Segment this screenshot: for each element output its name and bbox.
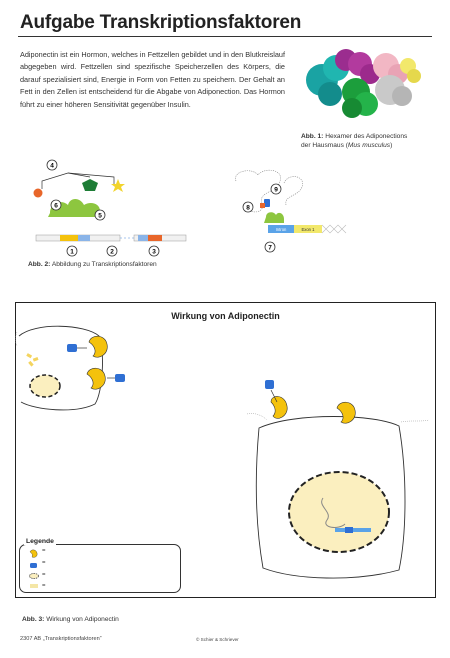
marker-2: 2 <box>110 249 114 256</box>
green-protein-icon <box>264 212 284 223</box>
figure2-left-diagram: 4 6 5 1 2 3 <box>33 159 187 257</box>
star-molecule-icon <box>111 179 125 192</box>
exon-block <box>294 225 322 233</box>
legend-hormone-icon <box>30 563 37 568</box>
figure1-label: Abb. 1: <box>301 133 324 140</box>
legend-icons <box>29 549 39 588</box>
small-nucleus <box>29 374 61 398</box>
receptor-icon <box>336 401 356 424</box>
marker-9: 9 <box>274 187 278 194</box>
figure1-caption-suffix: ) <box>390 142 393 149</box>
marker-1: 1 <box>70 249 74 256</box>
title-divider <box>18 36 432 37</box>
figure3-caption: Abb. 3: Wirkung von Adiponectin <box>22 615 119 624</box>
marker-5: 5 <box>98 213 102 220</box>
marker-circle-4 <box>46 159 58 171</box>
figure3-panel-title: Wirkung von Adiponectin <box>171 311 280 321</box>
footer-center: © Schier & Schriever <box>196 637 239 642</box>
large-nucleus <box>288 471 390 553</box>
hormone-icon <box>265 380 274 389</box>
receptor-icon <box>88 335 108 358</box>
marker-7: 7 <box>268 245 272 252</box>
legend-eq-1: = <box>42 548 46 554</box>
orange-factor-icon <box>260 203 265 208</box>
legend-eq-2: = <box>42 560 46 566</box>
pentagon-molecule-icon <box>82 179 98 191</box>
legend-title: Legende <box>24 538 56 545</box>
marker-6: 6 <box>54 203 58 210</box>
page-title: Aufgabe Transkriptionsfaktoren <box>20 12 302 33</box>
legend-eq-3: = <box>42 572 46 578</box>
marker-3: 3 <box>152 249 156 256</box>
legend-eq-4: = <box>42 583 46 589</box>
figure2-right-diagram: 9 8 Intron Exon 1 7 <box>235 169 347 253</box>
figure3-caption-text: Wirkung von Adiponectin <box>46 616 119 623</box>
orange-molecule-icon <box>33 188 43 198</box>
transcription-factor-protein <box>48 199 102 217</box>
figure1-caption-prefix: der Hausmaus ( <box>301 142 348 149</box>
figure2-label: Abb. 2: <box>28 261 51 268</box>
adiponectin-hexamer-image <box>306 49 421 118</box>
legend-fat-icon <box>30 584 38 588</box>
footer-left: 2307 AB „Transkriptionsfaktoren“ <box>20 636 102 642</box>
small-fat-cell <box>18 325 103 411</box>
legend-nucleus-icon <box>29 573 39 579</box>
hormone-icon <box>67 344 77 352</box>
arrow-left <box>41 172 69 189</box>
hormone-icon <box>115 374 125 382</box>
figure3-label: Abb. 3: <box>22 616 45 623</box>
exon-label: Exon 1 <box>301 227 315 232</box>
intron-label: Intron <box>276 227 287 232</box>
legend-receptor-icon <box>29 549 38 558</box>
marker-8: 8 <box>246 205 250 212</box>
figure2-caption: Abb. 2: Abbildung zu Transkriptionsfakto… <box>28 260 157 269</box>
legend-box <box>19 544 181 593</box>
large-fat-cell <box>255 416 406 579</box>
chromatin-strand <box>235 169 303 213</box>
arrow-right <box>67 172 115 185</box>
figure3-diagram <box>15 325 430 579</box>
figure1-caption-line1: Hexamer des Adiponections <box>325 133 408 140</box>
figure1-caption: Abb. 1: Hexamer des Adiponections der Ha… <box>301 132 407 150</box>
figure1-species: Mus musculus <box>347 142 391 149</box>
marker-4: 4 <box>50 163 54 170</box>
figure3-panel <box>15 302 436 598</box>
intro-paragraph: Adiponectin ist ein Hormon, welches in F… <box>20 50 285 109</box>
figure2-caption-text: Abbildung zu Transkriptionsfaktoren <box>51 261 157 268</box>
intron-block <box>268 225 294 233</box>
receptor-icon <box>86 367 106 390</box>
receptor-icon <box>270 396 288 419</box>
blue-factor-icon <box>264 199 270 207</box>
